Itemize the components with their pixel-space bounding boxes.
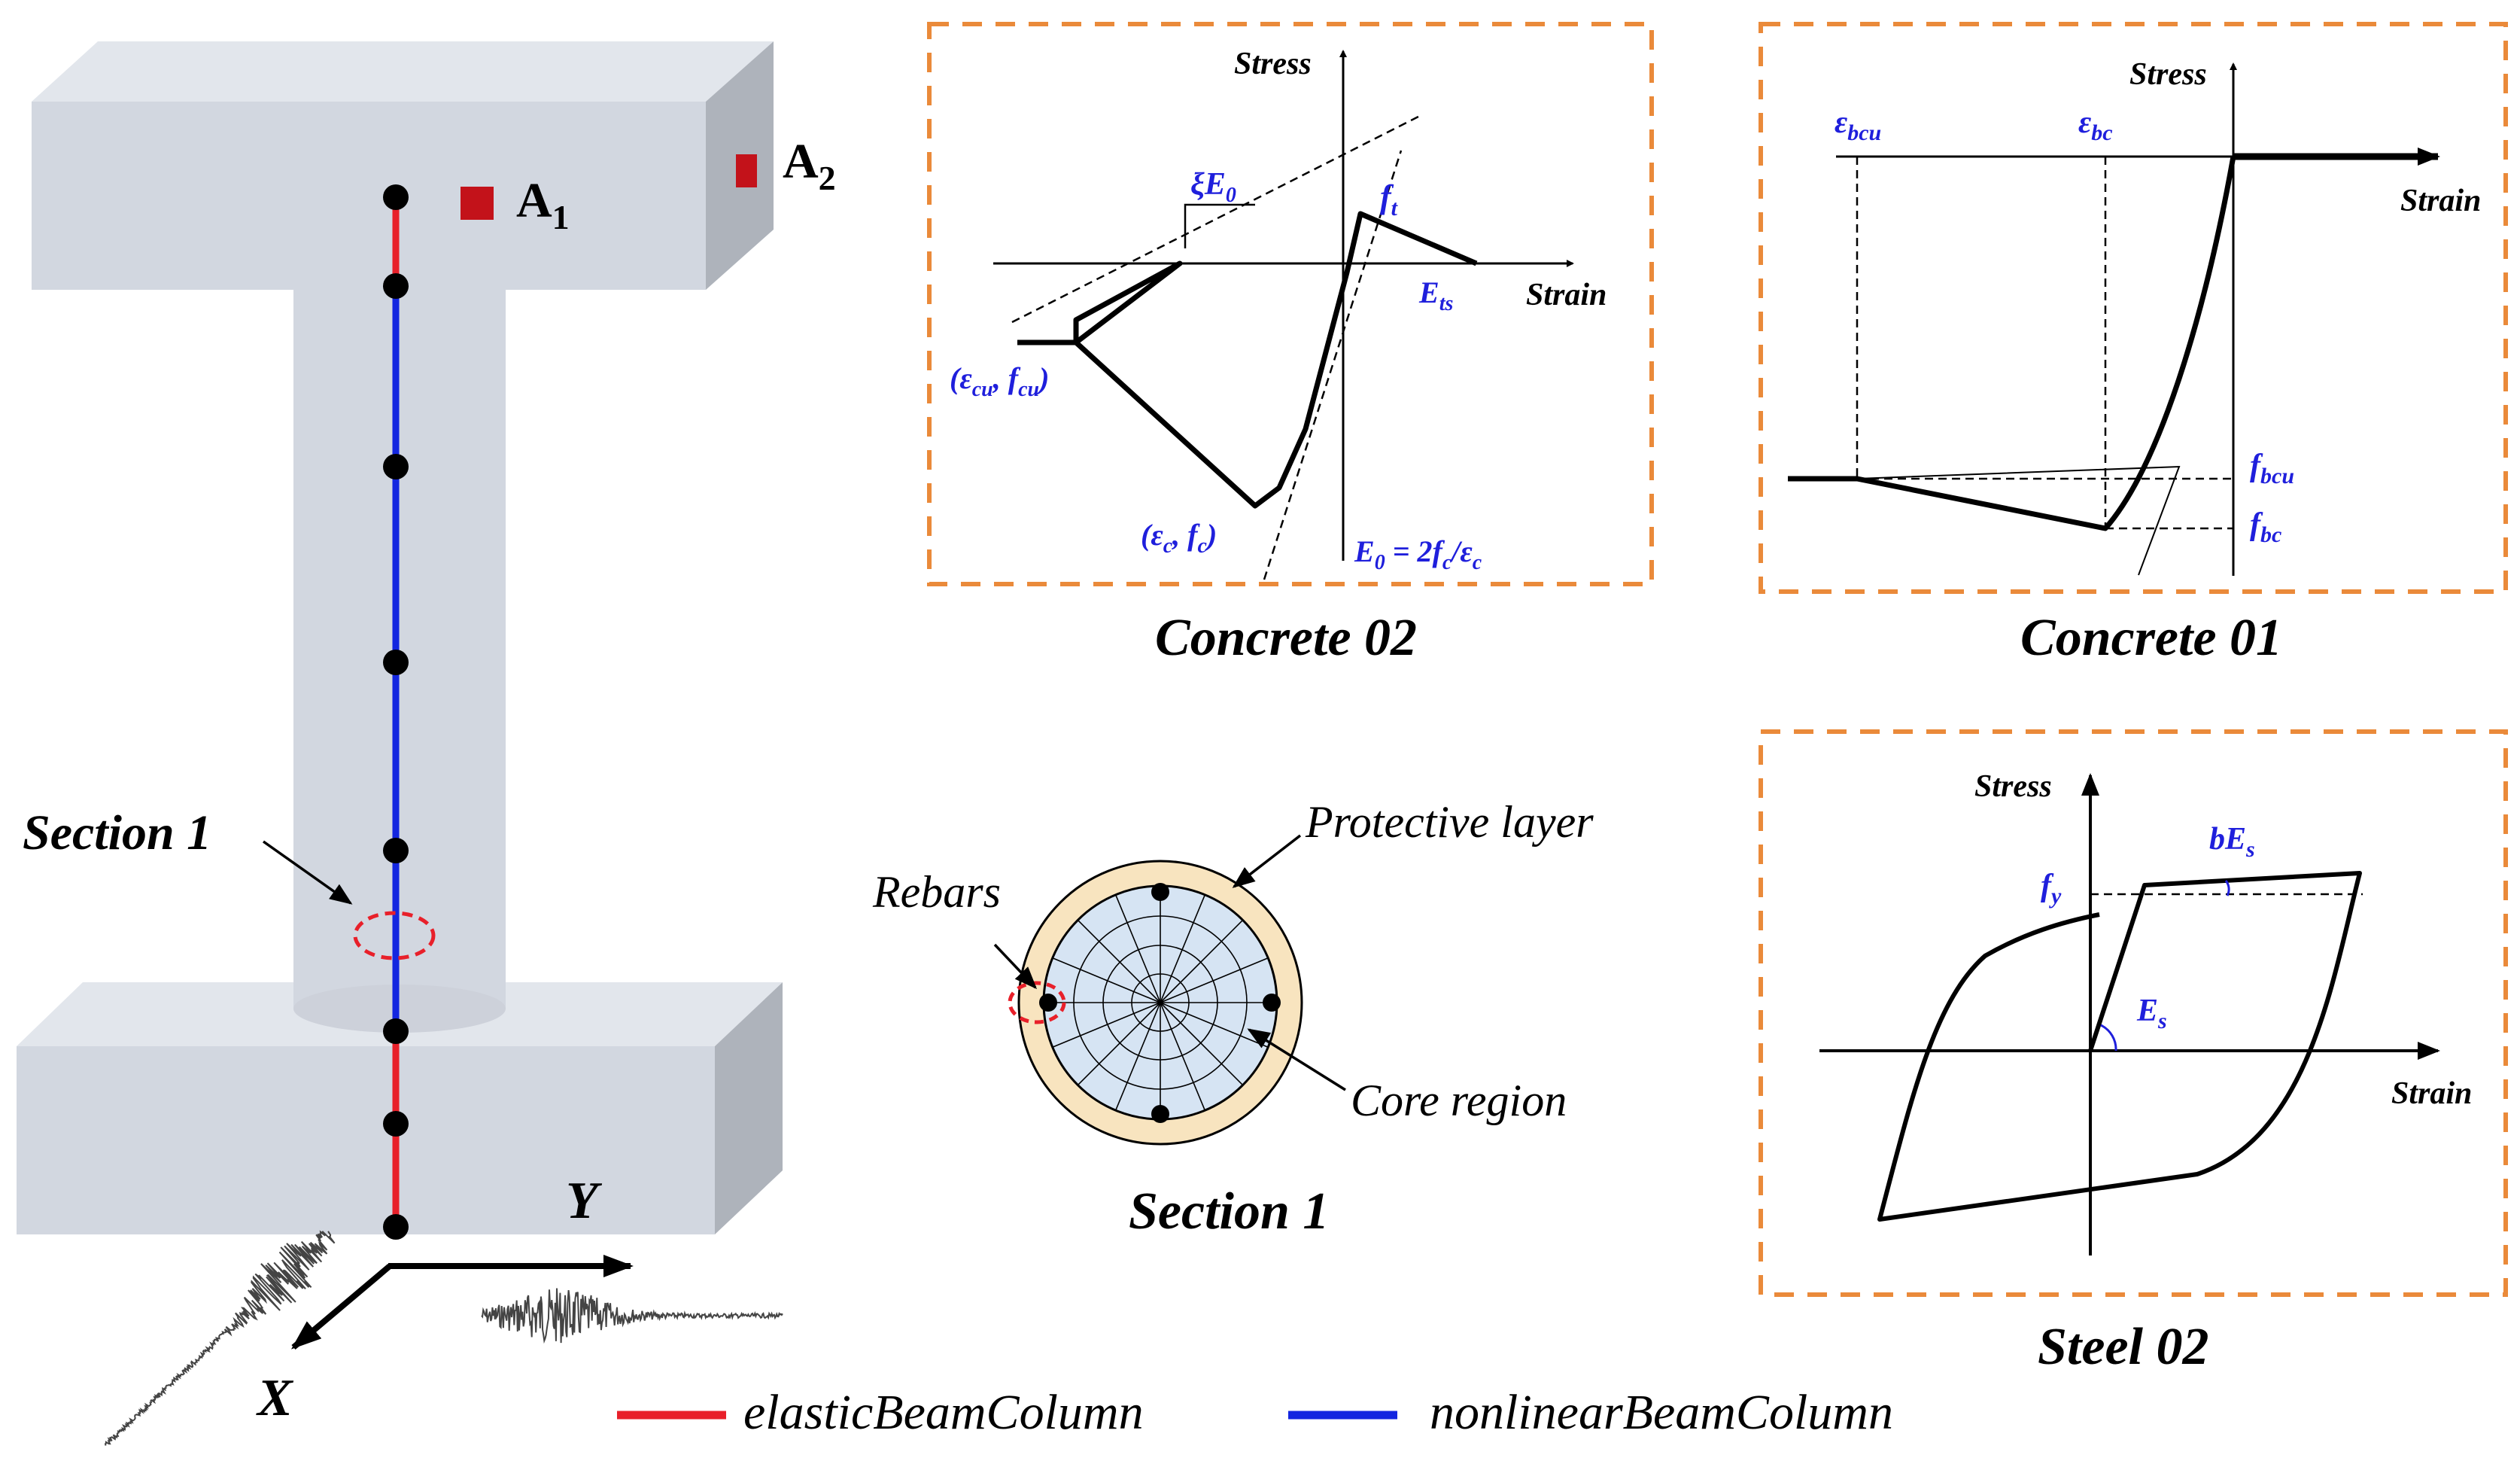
mesh-spoke <box>1160 1002 1206 1111</box>
steel02-es-arc <box>2100 1024 2117 1052</box>
concrete02-ec-fc-label: (εc, fc) <box>1141 518 1217 558</box>
legend-elastic-label: elasticBeamColumn <box>743 1385 1144 1440</box>
marker-a2-label: A2 <box>783 134 836 197</box>
section-1-label: Section 1 <box>23 805 211 860</box>
steel02-hysteresis-loop <box>1877 871 2362 1222</box>
node <box>383 1111 409 1137</box>
ground-motion-x-trace <box>104 1230 336 1446</box>
concrete02-ft-label: ft <box>1380 178 1399 221</box>
steel02-stress-label: Stress <box>1974 769 2052 804</box>
concrete02-curve <box>1017 211 1478 509</box>
concrete02-stress-label: Stress <box>1234 47 1312 81</box>
concrete01-curve <box>1788 156 2236 531</box>
cap-front-face <box>32 102 706 290</box>
node <box>383 1018 409 1044</box>
mesh-spoke <box>1114 894 1161 1003</box>
rebar <box>1151 883 1169 901</box>
legend: elasticBeamColumn nonlinearBeamColumn <box>617 1385 1893 1440</box>
marker-a1-square <box>461 187 494 220</box>
concrete02-caption: Concrete 02 <box>1155 609 1417 667</box>
concrete01-unload-lines <box>1856 465 2181 576</box>
node <box>383 273 409 299</box>
concrete02-e0-formula: E0 = 2fc/εc <box>1354 534 1482 574</box>
concrete01-ebcu-label: εbcu <box>1835 105 1881 145</box>
protective-layer-label: Protective layer <box>1305 797 1594 847</box>
rebar <box>1039 994 1057 1012</box>
section1-panel: Rebars Protective layer Core region Sect… <box>872 797 1594 1240</box>
mesh-spoke <box>1052 957 1161 1003</box>
concrete01-ebc-label: εbc <box>2078 105 2113 145</box>
marker-a2-square <box>736 154 757 187</box>
footing-side-face <box>715 982 783 1234</box>
concrete02-slope-triangle <box>1184 203 1255 248</box>
steel02-caption: Steel 02 <box>2038 1318 2208 1376</box>
concrete02-strain-label: Strain <box>1526 278 1607 312</box>
steel02-frame <box>1759 729 2508 1297</box>
section-marker-ellipse <box>353 911 436 960</box>
section-fiber-mesh <box>1044 886 1277 1119</box>
mesh-spoke <box>1160 1002 1244 1086</box>
x-axis-label: X <box>256 1369 294 1427</box>
steel02-es-label: Es <box>2136 994 2167 1033</box>
concrete02-ecu-fcu-label: (εcu, fcu) <box>950 361 1049 401</box>
concrete02-xi-e0-label: ξE0 <box>1190 167 1236 207</box>
core-region-label: Core region <box>1351 1076 1567 1125</box>
column-shaft <box>293 290 506 1009</box>
section-leader-arrow <box>262 840 353 905</box>
node <box>383 184 409 210</box>
protective-layer-leader <box>1232 834 1302 888</box>
column-foot <box>293 985 506 1033</box>
concrete01-strain-label: Strain <box>2400 184 2481 218</box>
concrete01-panel: Stress Strain εbcu εbc fbcu fbc Concrete… <box>1759 22 2508 667</box>
node <box>383 650 409 675</box>
steel02-strain-label: Strain <box>2391 1076 2472 1111</box>
section-rebars <box>1039 883 1281 1123</box>
node <box>383 454 409 479</box>
y-axis-label: Y <box>566 1172 603 1230</box>
node <box>383 838 409 863</box>
rebar <box>1151 1105 1169 1123</box>
concrete02-ets-label: Ets <box>1418 275 1453 315</box>
pier-model: Section 1 A1 A2 Y X <box>17 41 836 1446</box>
concrete01-fbcu-label: fbcu <box>2250 449 2294 488</box>
mesh-spoke <box>1077 1002 1161 1086</box>
steel02-bes-arc <box>2224 880 2230 896</box>
concrete01-frame <box>1759 22 2508 594</box>
legend-nonlinear-label: nonlinearBeamColumn <box>1430 1385 1893 1440</box>
ground-motion-y-trace <box>481 1288 783 1344</box>
concrete01-fbc-label: fbc <box>2250 507 2281 547</box>
element-nodes <box>383 184 409 1240</box>
concrete01-caption: Concrete 01 <box>2020 609 2282 667</box>
concrete01-stress-label: Stress <box>2129 57 2207 92</box>
concrete02-panel: Stress Strain ξE0 ft Ets (εcu, fcu) (εc,… <box>927 22 1654 667</box>
section1-caption: Section 1 <box>1129 1182 1329 1240</box>
rebars-leader <box>993 943 1038 990</box>
concrete02-reload-slope <box>1011 115 1419 324</box>
steel02-panel: Stress Strain fy bEs Es Steel 02 <box>1759 729 2508 1376</box>
steel02-fy-label: fy <box>2041 869 2062 909</box>
concrete02-frame <box>927 22 1654 586</box>
footing-front-face <box>17 1046 715 1234</box>
mesh-spoke <box>1160 957 1269 1003</box>
cap-top-face <box>32 41 774 102</box>
rebar <box>1263 994 1281 1012</box>
mesh-spoke <box>1052 1002 1161 1049</box>
mesh-spoke <box>1160 919 1244 1003</box>
steel02-bes-label: bEs <box>2209 822 2255 862</box>
rebars-label: Rebars <box>872 867 1001 917</box>
concrete02-initial-tangent <box>1263 150 1403 580</box>
x-axis-arrow <box>290 1263 392 1350</box>
node <box>383 1214 409 1240</box>
mesh-spoke <box>1114 1002 1161 1111</box>
core-region-leader <box>1247 1028 1346 1091</box>
mesh-spoke <box>1160 894 1206 1003</box>
marker-a1-label: A1 <box>516 173 570 236</box>
mesh-spoke <box>1077 919 1161 1003</box>
